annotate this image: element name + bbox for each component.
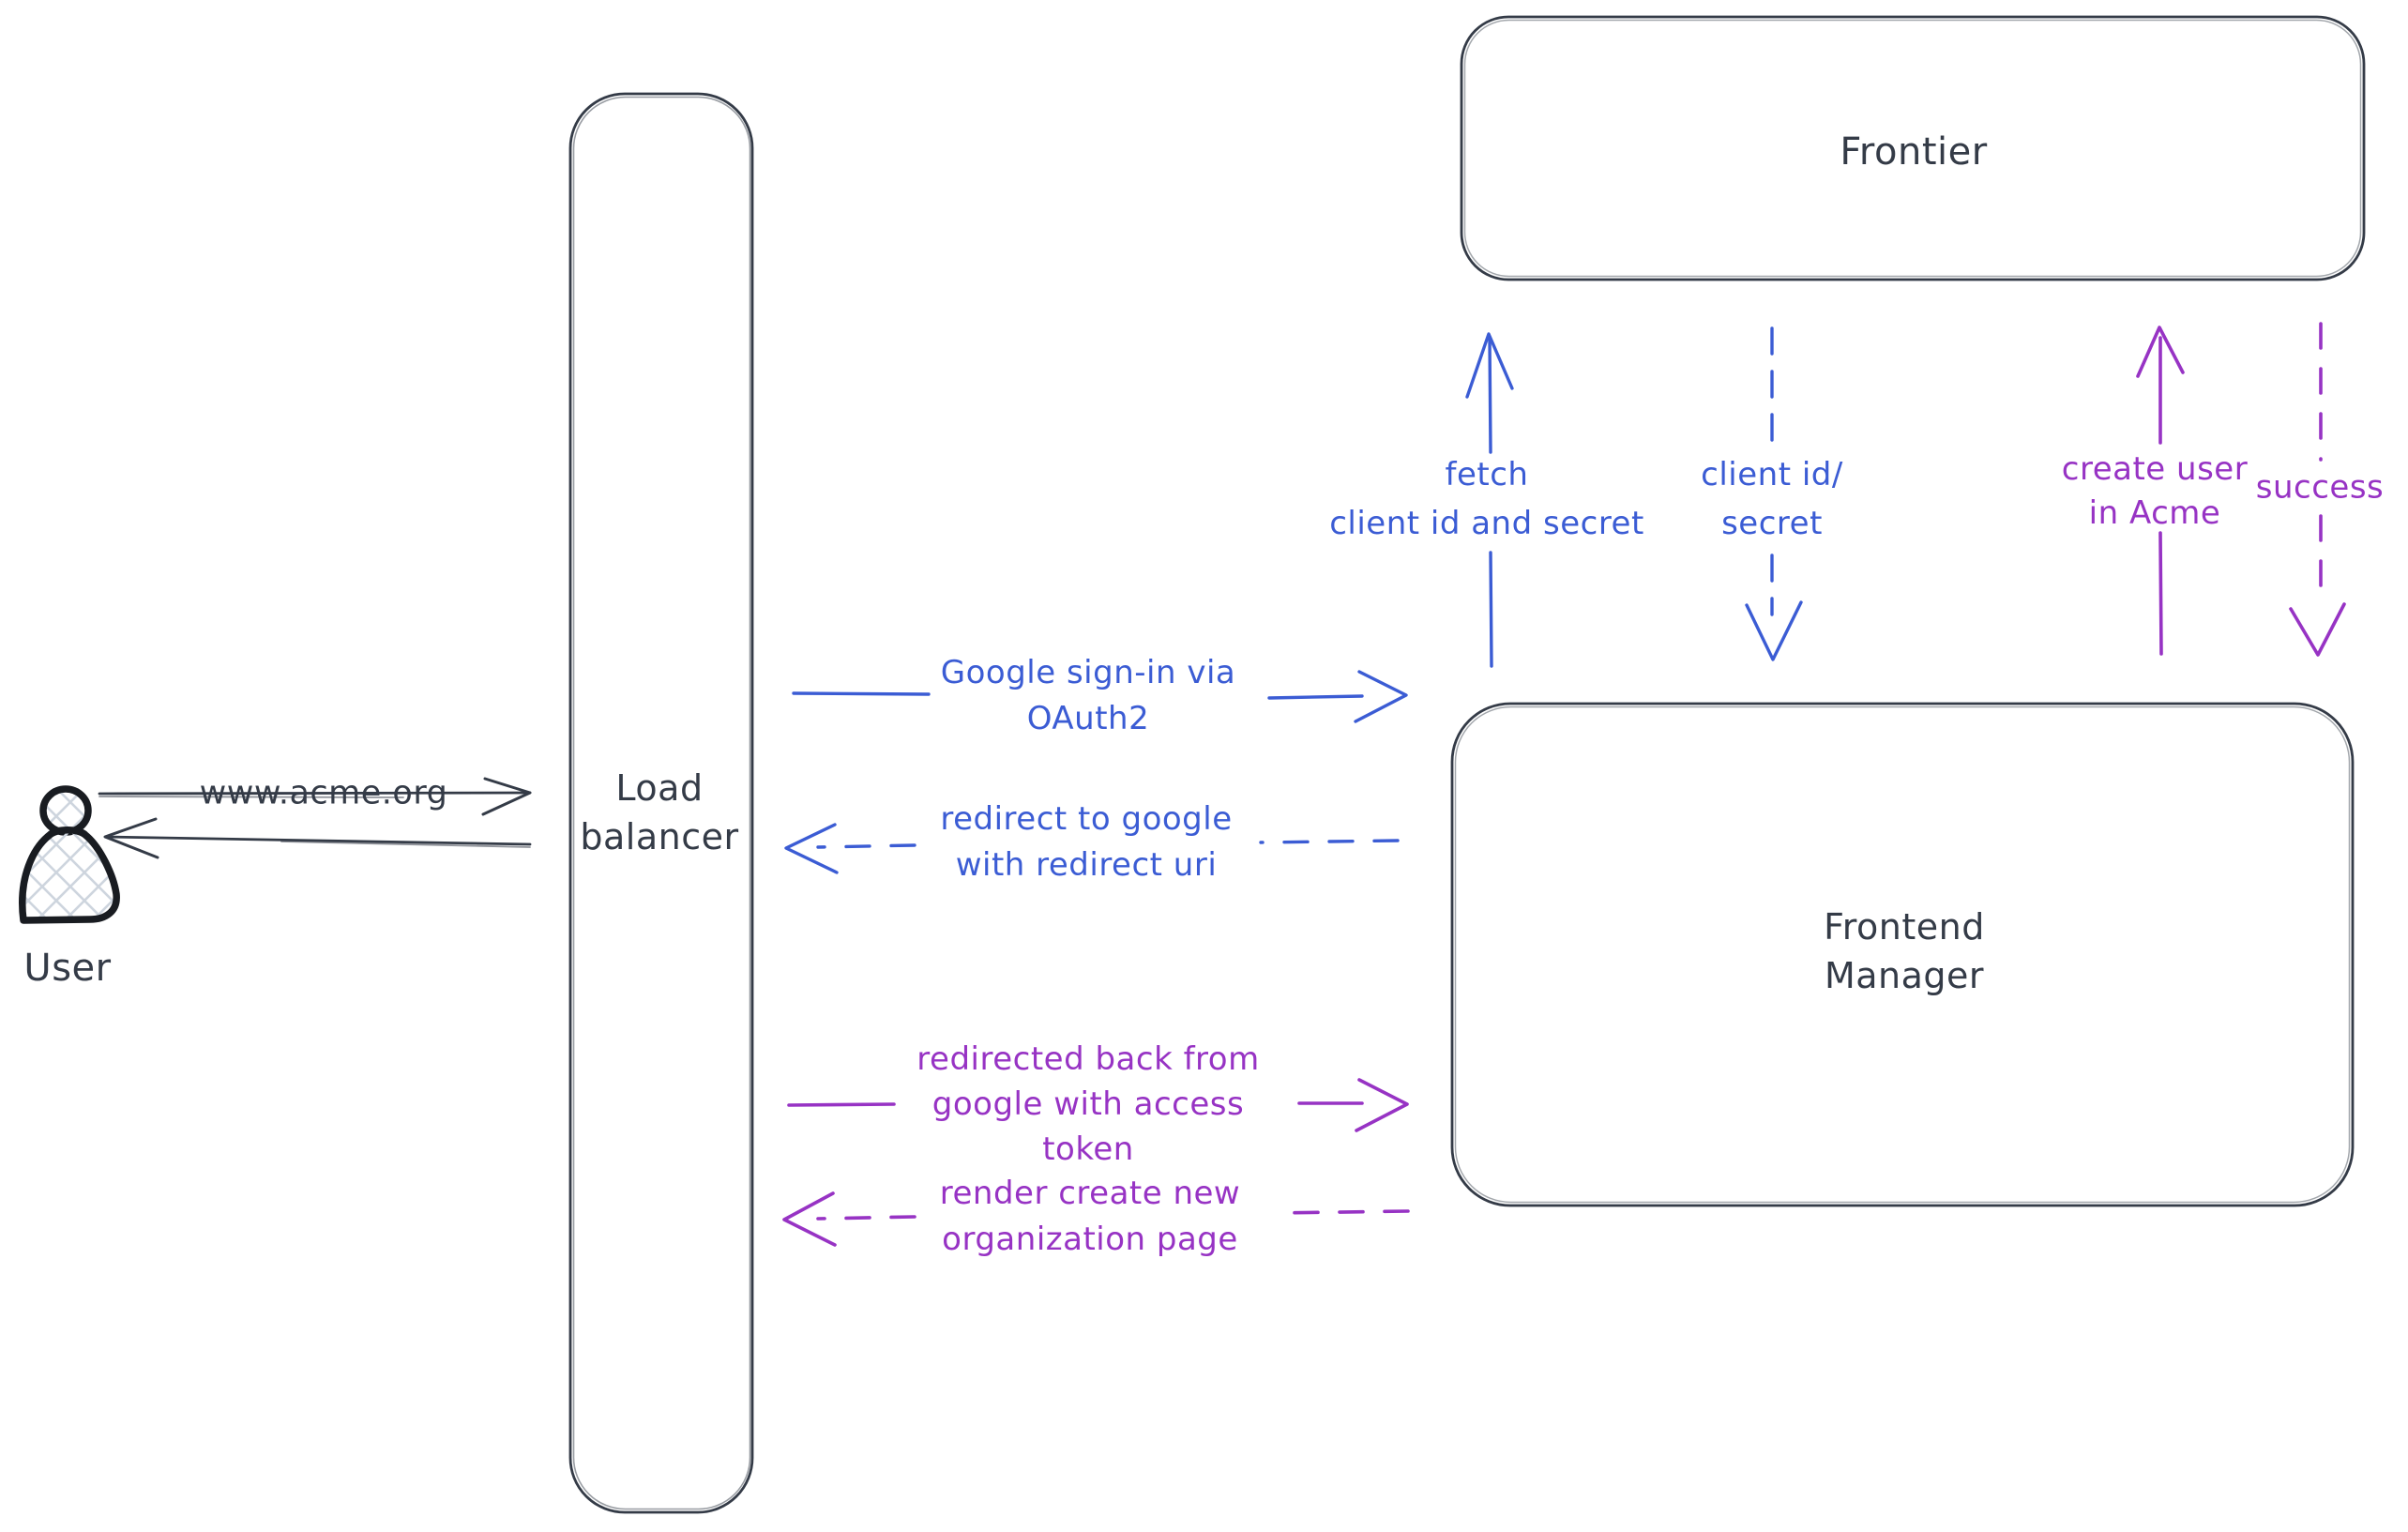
arrow-success [2289, 322, 2346, 657]
load-balancer-label-line2: balancer [580, 816, 739, 857]
render-page-label-line2: organization page [942, 1221, 1238, 1258]
render-page-label-line1: render create new [939, 1175, 1241, 1212]
arrow-render-page [782, 1191, 1410, 1247]
redirected-back-label-line2: google with access [931, 1085, 1245, 1123]
arrow-return-to-user [103, 817, 532, 859]
frontend-manager-label-line2: Manager [1824, 955, 1985, 996]
load-balancer-box [568, 92, 754, 1514]
fetch-client-id-label-line2: client id and secret [1329, 505, 1644, 542]
redirected-back-label: redirected back from google with access … [916, 1037, 1259, 1172]
render-page-label: render create new organization page [940, 1171, 1241, 1263]
arrow-redirect-to-google [784, 823, 1400, 874]
success-label: success [2255, 468, 2385, 507]
user-label: User [23, 947, 112, 990]
create-user-label: create user in Acme [2062, 447, 2248, 536]
redirect-to-google-label-line2: with redirect uri [955, 846, 1218, 884]
arrow-www-acme [98, 777, 532, 816]
frontier-label: Frontier [1840, 130, 1988, 174]
fetch-client-id-label: fetch client id and secret [1329, 450, 1644, 548]
redirect-to-google-label-line1: redirect to google [940, 800, 1233, 838]
frontend-manager-box [1450, 702, 2355, 1207]
client-id-secret-label: client id/ secret [1701, 450, 1843, 548]
create-user-label-line1: create user [2061, 450, 2249, 488]
arrow-google-signin [792, 670, 1408, 723]
redirected-back-label-line3: token [1042, 1130, 1134, 1168]
www-acme-label: www.acme.org [199, 774, 448, 812]
arrow-fetch-client-id [1465, 332, 1514, 668]
create-user-label-line2: in Acme [2088, 494, 2221, 532]
frontend-manager-label-line1: Frontend [1824, 906, 1985, 948]
arrow-redirected-back [787, 1078, 1409, 1132]
frontier-box [1460, 15, 2366, 281]
google-signin-label-line2: OAuth2 [1026, 700, 1150, 737]
google-signin-label: Google sign-in via OAuth2 [941, 650, 1235, 742]
google-signin-label-line1: Google sign-in via [940, 654, 1236, 691]
redirected-back-label-line1: redirected back from [916, 1040, 1260, 1078]
load-balancer-label-line1: Load [615, 767, 704, 809]
fetch-client-id-label-line1: fetch [1445, 456, 1529, 493]
redirect-to-google-label: redirect to google with redirect uri [940, 796, 1232, 888]
user-head [39, 785, 92, 836]
arrow-create-user [2136, 326, 2185, 656]
client-id-secret-label-line2: secret [1721, 505, 1823, 542]
load-balancer-label: Load balancer [580, 764, 738, 861]
frontend-manager-label: Frontend Manager [1824, 903, 1985, 1000]
user-body [19, 827, 120, 924]
client-id-secret-label-line1: client id/ [1701, 456, 1843, 493]
arrow-client-id-secret [1745, 326, 1803, 661]
user-icon [19, 785, 120, 924]
